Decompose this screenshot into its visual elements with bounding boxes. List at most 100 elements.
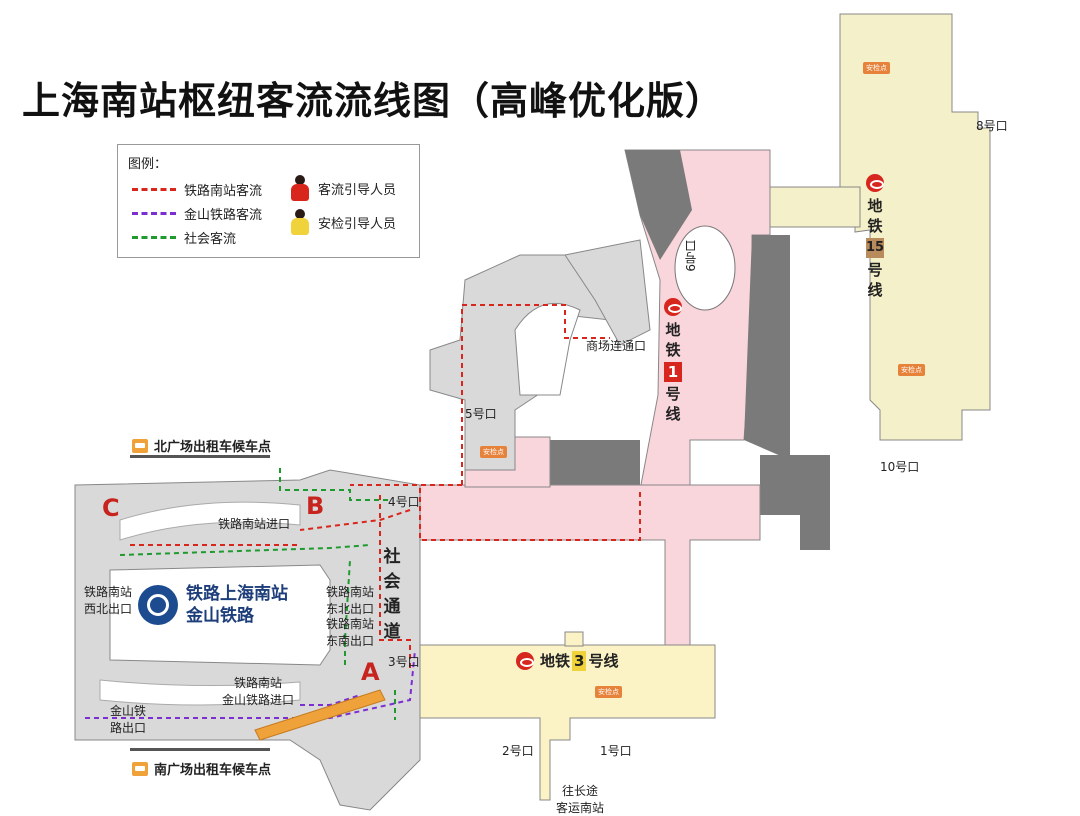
legend-label: 安检引导人员: [318, 216, 397, 232]
jinshan-flow-purple-2: [300, 694, 361, 706]
security-tag: 安检点: [480, 446, 507, 458]
metro-line-number: 3: [572, 651, 587, 671]
jinshan-flow-purple-1: [85, 649, 416, 719]
north-taxi-label: 北广场出租车候车点: [154, 440, 272, 455]
rail-se-exit-line2: 东南出口: [326, 634, 375, 648]
rail-south-entry: 铁路南站进口: [218, 517, 291, 531]
legend-item-security: 安检引导人员: [290, 209, 396, 235]
exit4-label: 4号口: [388, 495, 420, 509]
metro-line3-label: 地铁 3 号线: [516, 651, 618, 671]
exit6-hall: [674, 225, 736, 311]
social-channel-char: 社: [383, 547, 401, 567]
north-curve: [119, 501, 301, 541]
legend-item-jinshan: 金山铁路客流: [132, 204, 262, 223]
social-channel-label: 社 会 通 道: [382, 545, 402, 645]
rail-flow-swatch: [132, 188, 176, 191]
coach-line2: 客运南站: [556, 801, 605, 815]
metro-char: 线: [867, 281, 883, 299]
line15-area: [839, 13, 991, 441]
rail-se-exit: 铁路南站东南出口: [326, 615, 374, 649]
area-b: B: [306, 492, 325, 520]
south-curve: [99, 679, 301, 706]
metro-line3-prefix: 地铁: [540, 652, 571, 670]
security-tag: 安检点: [595, 686, 622, 698]
mall-hole: [514, 302, 581, 396]
dark-block-4: [548, 440, 640, 490]
metro-line-number: 1: [664, 362, 682, 382]
guide-staff-icon: [290, 175, 310, 201]
dark-block-3: [760, 455, 830, 550]
coach-line1: 往长途: [562, 784, 599, 798]
dark-block-1: [625, 150, 692, 260]
legend-item-guide: 客流引导人员: [290, 175, 396, 201]
line3-area: [419, 644, 716, 801]
rail-ne-exit-line1: 铁路南站: [326, 585, 375, 599]
area-a: A: [361, 658, 380, 686]
metro-char: 地: [665, 321, 681, 339]
exit5-label: 5号口: [465, 407, 497, 421]
rail-station-line1: 铁路上海南站: [186, 584, 288, 604]
legend-label: 社会客流: [184, 232, 237, 247]
north-taxi-bar: [130, 455, 270, 458]
legend-label: 客流引导人员: [318, 182, 397, 198]
line3-stair: [564, 631, 584, 647]
metro-line1-label: 地 铁 1 号 线: [664, 298, 682, 424]
legend-item-rail: 铁路南站客流: [132, 180, 262, 199]
line15-connector: [769, 186, 861, 228]
jinshan-exit-line1: 金山铁: [110, 704, 147, 718]
legend: 图例： 铁路南站客流 金山铁路客流 社会客流 客流引导人员 安检引导人员: [117, 144, 420, 258]
south-taxi-stand: 南广场出租车候车点: [132, 759, 271, 778]
exit1-label: 1号口: [600, 744, 632, 758]
jinshan-entry: 铁路南站金山铁路进口: [222, 674, 294, 708]
rail-se-exit-line1: 铁路南站: [326, 617, 375, 631]
metro-line-number: 15: [866, 238, 885, 258]
rail-station-line2: 金山铁路: [186, 606, 254, 626]
rail-nw-exit-line1: 铁路南站: [84, 585, 133, 599]
security-tag: 安检点: [863, 62, 890, 74]
mall-wing: [564, 239, 651, 346]
jinshan-exit: 金山铁路出口: [110, 702, 146, 736]
legend-item-social: 社会客流: [132, 228, 236, 247]
taxi-icon: [132, 438, 148, 453]
social-channel-char: 会: [383, 572, 401, 592]
exit2-label: 2号口: [502, 744, 534, 758]
legend-label: 铁路南站客流: [184, 184, 263, 199]
metro-char: 号: [867, 261, 883, 279]
social-flow-green-1: [119, 468, 390, 556]
metro-icon: [664, 298, 682, 316]
metro-char: 号: [665, 385, 681, 403]
metro-icon: [866, 174, 885, 192]
metro-icon: [516, 652, 534, 670]
rail-station-name: 铁路上海南站 金山铁路: [138, 583, 288, 627]
taxi-icon: [132, 761, 148, 776]
metro-char: 铁: [867, 217, 883, 235]
south-taxi-bar: [130, 748, 270, 751]
exit8-label: 8号口: [976, 119, 1008, 133]
china-railway-icon: [138, 585, 178, 625]
exit10-label: 10号口: [880, 460, 920, 474]
ramp: [254, 689, 386, 741]
south-taxi-label: 南广场出租车候车点: [154, 763, 272, 778]
exit3-label: 3号口: [388, 655, 420, 669]
jinshan-entry-line2: 金山铁路进口: [222, 693, 295, 707]
metro-line3-suffix: 号线: [588, 652, 619, 670]
metro-line15-label: 地 铁 15 号 线: [866, 174, 885, 300]
rail-nw-exit: 铁路南站西北出口: [84, 583, 132, 617]
jinshan-exit-line2: 路出口: [110, 721, 147, 735]
metro-char: 地: [867, 197, 883, 215]
exit6-label: 6号口: [684, 240, 698, 272]
transfer-corridor: [419, 484, 761, 646]
security-tag: 安检点: [898, 364, 925, 376]
rail-nw-exit-line2: 西北出口: [84, 602, 133, 616]
jinshan-flow-swatch: [132, 212, 176, 215]
area-c: C: [102, 494, 120, 522]
rail-flow-red-3: [130, 509, 411, 546]
legend-title: 图例：: [128, 157, 168, 172]
rail-ne-exit-line2: 东北出口: [326, 602, 375, 616]
rail-flow-red-1: [461, 304, 610, 485]
rail-flow-red-4: [419, 484, 641, 541]
metro-char: 铁: [665, 341, 681, 359]
legend-label: 金山铁路客流: [184, 208, 263, 223]
security-staff-icon: [290, 209, 310, 235]
